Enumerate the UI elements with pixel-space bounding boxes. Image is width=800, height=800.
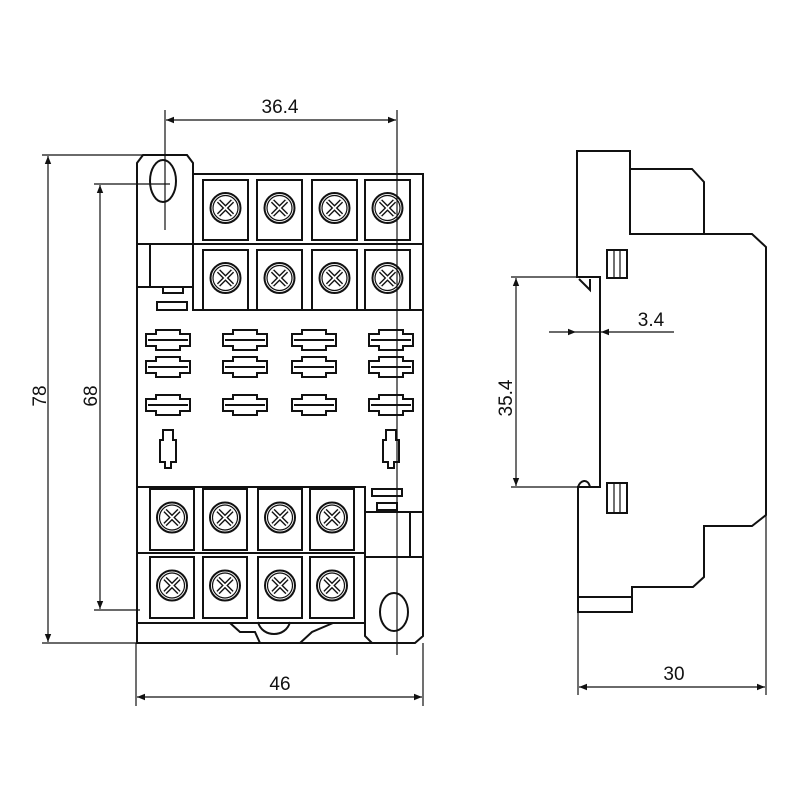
screw-icon[interactable] [371,262,404,294]
dimension-46: 46 [135,643,424,706]
screw-icon[interactable] [209,501,241,534]
terminal [256,249,303,311]
contact-pin [222,356,268,378]
screw-icon[interactable] [264,501,296,534]
contact-pin [145,329,191,351]
left-latch-block [149,243,194,288]
screw-icon[interactable] [264,569,296,602]
terminal [257,488,303,551]
contact-pin [222,329,268,351]
contact-pin [368,356,414,378]
screw-icon[interactable] [263,262,296,294]
coil-pin-right [382,429,400,469]
screw-icon[interactable] [209,569,241,602]
terminal [311,179,358,241]
screw-icon[interactable] [316,501,348,534]
contact-pin [368,394,414,416]
terminal [364,179,411,241]
terminal [311,249,358,311]
contact-pin [291,394,337,416]
dim-label-46: 46 [269,674,290,695]
terminal [149,556,195,619]
terminal [309,488,355,551]
terminal [256,179,303,241]
terminal [149,488,195,551]
screw-icon[interactable] [263,192,296,224]
dim-label-36-4: 36.4 [262,97,299,118]
terminal [202,556,248,619]
screw-icon[interactable] [371,192,404,224]
terminal [257,556,303,619]
dim-label-68: 68 [81,385,102,406]
release-clip [229,621,334,644]
contact-pin [222,394,268,416]
side-view: 35.4 3.4 30 [496,150,767,695]
mounting-hole-top [149,159,177,203]
bottom-terminal-block [136,486,366,624]
dim-label-35-4: 35.4 [496,379,517,416]
dimension-36-4: 36.4 [164,97,398,655]
coil-pin-left [159,429,177,469]
contact-pin [145,356,191,378]
dimension-78: 78 [30,154,143,644]
front-view: 36.4 78 68 46 [30,97,424,706]
screw-icon[interactable] [209,262,242,294]
screw-icon[interactable] [209,192,242,224]
dim-label-78: 78 [30,385,51,406]
dim-label-3-4: 3.4 [638,310,665,331]
terminal [202,179,249,241]
dim-label-30: 30 [663,664,684,685]
terminal [364,249,411,311]
side-slot-top [606,249,628,279]
screw-icon[interactable] [156,501,188,534]
terminal [202,249,249,311]
mounting-hole-bottom [379,592,409,632]
top-terminal-block [192,173,424,311]
screw-icon[interactable] [156,569,188,602]
dimension-68: 68 [81,183,170,611]
contact-pin [291,356,337,378]
dimension-35-4: 35.4 [496,276,578,488]
dimension-30: 30 [577,515,767,695]
contact-pin [145,394,191,416]
contact-pin [291,329,337,351]
screw-icon[interactable] [318,192,351,224]
screw-icon[interactable] [318,262,351,294]
side-slot-bottom [606,482,628,514]
terminal [309,556,355,619]
side-outline [576,150,767,613]
right-latch-block [364,511,424,558]
terminal [202,488,248,551]
dimension-3-4: 3.4 [549,310,674,336]
screw-icon[interactable] [316,569,348,602]
contact-pin [368,329,414,351]
